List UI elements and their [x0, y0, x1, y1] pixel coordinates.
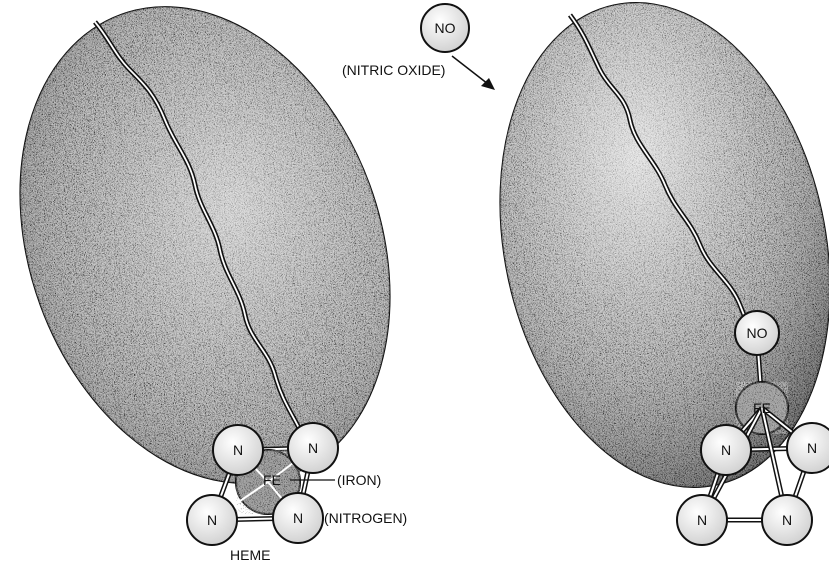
- right-nitrogen-symbol-3: N: [697, 512, 707, 528]
- heme-label: HEME: [230, 547, 270, 563]
- free-nitric-oxide: NO (NITRIC OXIDE): [342, 4, 495, 90]
- nitric-oxide-label: (NITRIC OXIDE): [342, 62, 445, 78]
- iron-label: (IRON): [337, 472, 381, 488]
- left-nitrogen-symbol-4: N: [293, 510, 303, 526]
- left-nitrogen-symbol-3: N: [207, 512, 217, 528]
- left-iron-symbol: FE: [263, 472, 281, 488]
- right-nitrogen-symbol-1: N: [721, 442, 731, 458]
- nitrogen-label: (NITROGEN): [324, 510, 407, 526]
- bound-no-symbol: NO: [747, 325, 768, 341]
- right-iron-symbol: FE: [753, 400, 771, 416]
- binding-arrow-shaft: [452, 56, 488, 84]
- free-no-symbol: NO: [435, 20, 456, 36]
- left-nitrogen-symbol-1: N: [233, 442, 243, 458]
- right-nitrogen-symbol-2: N: [807, 440, 817, 456]
- left-nitrogen-symbol-2: N: [308, 440, 318, 456]
- right-nitrogen-symbol-4: N: [782, 512, 792, 528]
- right-protein-globin: [458, 0, 829, 520]
